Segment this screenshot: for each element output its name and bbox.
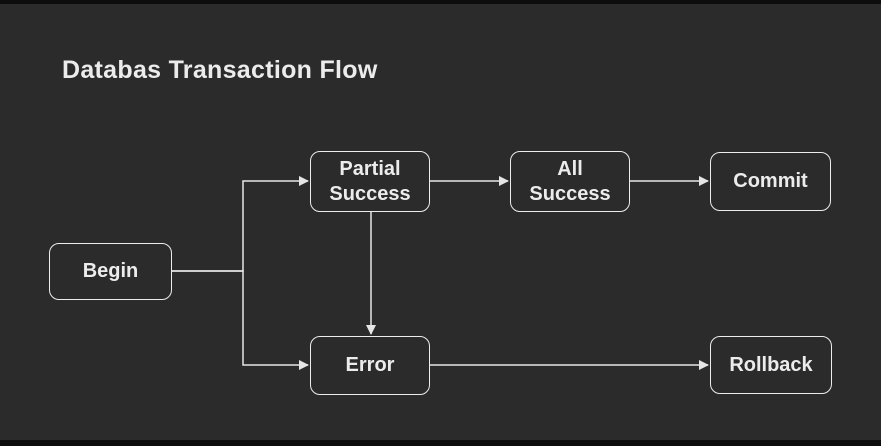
node-commit-label: Commit — [733, 170, 808, 192]
node-rollback-label: Rollback — [729, 353, 813, 376]
node-error: Error — [310, 336, 430, 395]
node-partial-success: Partial Success — [310, 151, 430, 212]
node-begin-label: Begin — [82, 260, 139, 282]
node-commit: Commit — [710, 152, 831, 211]
node-begin: Begin — [49, 243, 172, 300]
node-partial-success-label: Partial Success — [329, 157, 411, 205]
node-rollback: Rollback — [710, 336, 832, 394]
node-all-success: All Success — [510, 151, 630, 212]
diagram-title: Databas Transaction Flow — [62, 56, 378, 84]
node-error-label: Error — [345, 354, 395, 376]
node-all-success-label: All Success — [529, 157, 611, 205]
